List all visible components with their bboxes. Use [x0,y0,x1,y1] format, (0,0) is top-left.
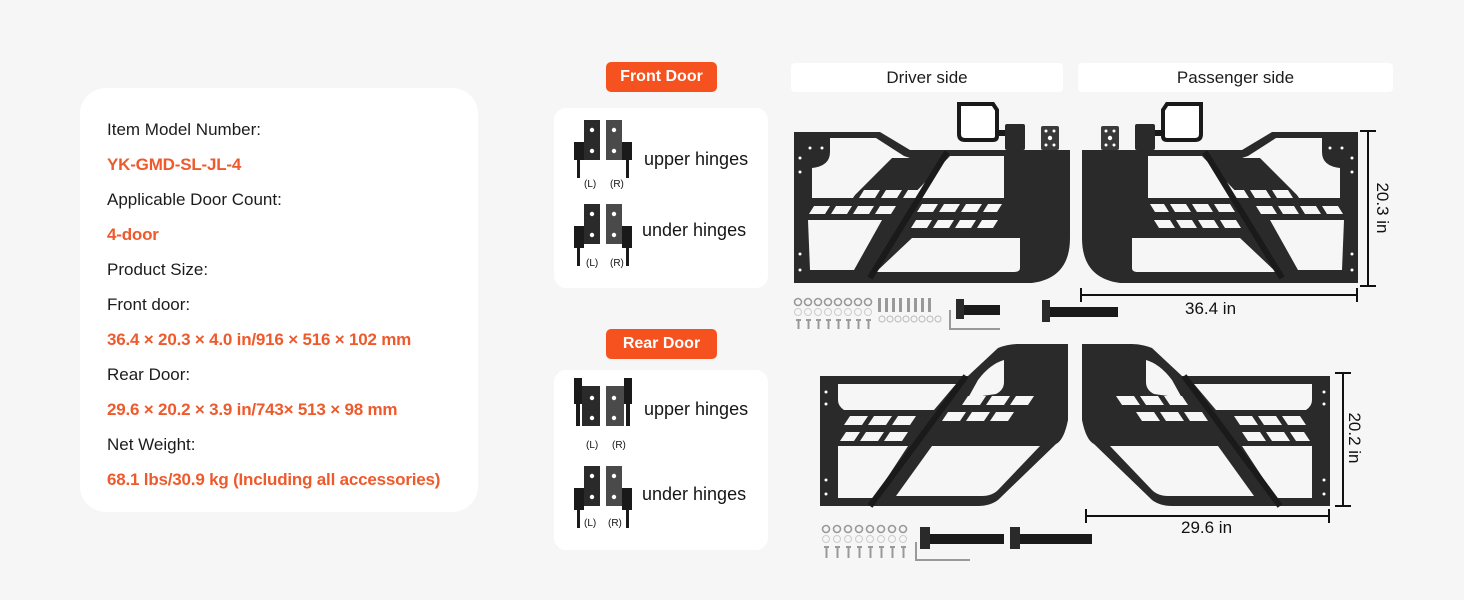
rear-door-badge: Rear Door [606,329,717,359]
right-tag: (R) [610,258,624,269]
rear-door-size: 29.6 × 20.2 × 3.9 in/743× 513 × 98 mm [107,400,398,419]
hinge-pair-icon [574,204,632,266]
front-hardware-kit-image [793,297,1118,330]
hinge-pair-icon [574,466,632,528]
hinge-pair-icon [574,120,632,178]
right-tag: (R) [612,440,626,451]
hinge-pair-icon [574,378,632,426]
passenger-side-label: Passenger side [1078,63,1393,92]
front-under-hinges: (L) (R) under hinges [554,202,768,282]
rear-under-hinges: (L) (R) under hinges [554,464,768,544]
rear-width-label: 29.6 in [1181,518,1233,537]
front-height-label: 20.3 in [1373,182,1392,234]
left-tag: (L) [586,258,599,269]
rear-upper-hinges: (L) (R) upper hinges [554,378,768,458]
under-hinges-label: under hinges [642,220,747,240]
driver-side-label: Driver side [791,63,1063,92]
rear-door-label: Rear Door: [107,365,191,384]
front-width-dimension-line [1080,288,1358,302]
front-hinge-card: (L) (R) upper hinges (L) (R) under hinge… [554,108,768,288]
right-tag: (R) [608,518,622,529]
rear-driver-door-image [820,344,1068,508]
front-height-dimension-line [1360,130,1376,287]
front-upper-hinges: (L) (R) upper hinges [554,116,768,196]
door-count-label: Applicable Door Count: [107,190,282,209]
front-driver-door-image [794,132,1070,283]
front-door-size: 36.4 × 20.3 × 4.0 in/916 × 516 × 102 mm [107,330,412,349]
net-weight-value: 68.1 lbs/30.9 kg (Including all accessor… [107,470,441,489]
net-weight-label: Net Weight: [107,435,196,454]
front-passenger-door-image [1082,132,1358,283]
door-count-value: 4-door [107,225,159,244]
rear-hinge-card: (L) (R) upper hinges (L) (R) under hinge… [554,370,768,550]
front-door-badge: Front Door [606,62,717,92]
right-tag: (R) [610,179,624,190]
rear-height-label: 20.2 in [1345,412,1364,464]
rear-hardware-kit-image [821,524,1092,561]
driver-mirror-icon [957,102,1059,150]
upper-hinges-label: upper hinges [644,149,749,169]
front-door-label: Front door: [107,295,191,314]
product-size-label: Product Size: [107,260,209,279]
spec-card: Item Model Number: YK-GMD-SL-JL-4 Applic… [80,88,478,512]
rear-passenger-door-image [1082,344,1330,508]
left-tag: (L) [584,179,597,190]
rear-width-dimension-line [1085,509,1330,523]
model-label: Item Model Number: [107,120,261,139]
rear-height-dimension-line [1335,372,1351,507]
passenger-mirror-icon [1101,102,1203,150]
upper-hinges-label: upper hinges [644,399,749,419]
left-tag: (L) [586,440,599,451]
front-width-label: 36.4 in [1185,299,1237,318]
under-hinges-label: under hinges [642,484,747,504]
left-tag: (L) [584,518,597,529]
model-value: YK-GMD-SL-JL-4 [107,155,242,174]
